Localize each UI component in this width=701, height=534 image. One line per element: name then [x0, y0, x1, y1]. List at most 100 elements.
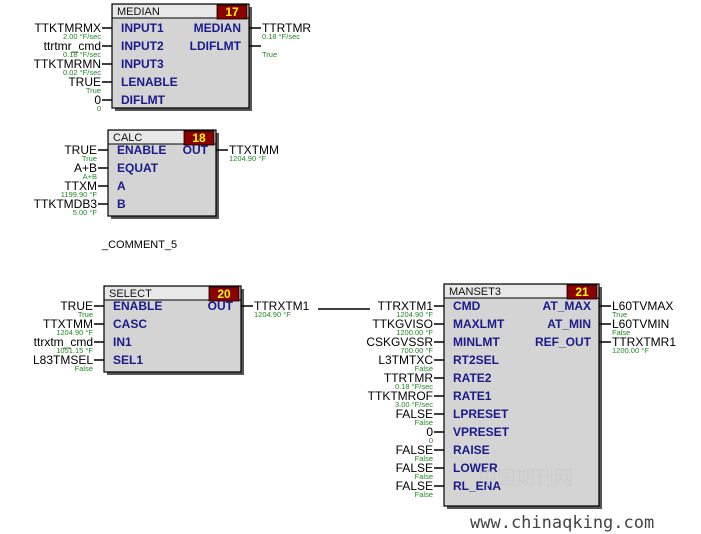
- input-signal[interactable]: 0: [426, 425, 433, 439]
- input-pin-sel1[interactable]: SEL1: [113, 353, 143, 367]
- input-value: 0.18 °F/sec: [395, 382, 433, 391]
- output-signal[interactable]: L60TVMAX: [612, 299, 673, 313]
- input-signal[interactable]: TTKGVISO: [372, 317, 433, 331]
- input-pin-raise[interactable]: RAISE: [453, 443, 490, 457]
- input-signal[interactable]: TRUE: [64, 143, 97, 157]
- input-signal[interactable]: A+B: [74, 161, 97, 175]
- input-pin-b[interactable]: B: [117, 197, 126, 211]
- block-title: MEDIAN: [117, 6, 160, 18]
- block-number-badge: [566, 284, 598, 300]
- output-signal[interactable]: TTRXTMR1: [612, 335, 676, 349]
- input-signal[interactable]: TRUE: [68, 75, 101, 89]
- input-pin-lpreset[interactable]: LPRESET: [453, 407, 509, 421]
- input-signal[interactable]: TTKTMDB3: [34, 197, 98, 211]
- output-pin-at_max[interactable]: AT_MAX: [543, 299, 591, 313]
- input-value: 0.02 °F/sec: [63, 68, 101, 77]
- block-number-badge: [216, 4, 248, 20]
- output-signal[interactable]: TTXTMM: [229, 143, 279, 157]
- input-pin-casc[interactable]: CASC: [113, 317, 147, 331]
- input-signal[interactable]: FALSE: [396, 443, 433, 457]
- block-body: [111, 3, 250, 109]
- input-value: 700.00 °F: [400, 346, 433, 355]
- input-pin-in1[interactable]: IN1: [113, 335, 132, 349]
- input-value: True: [82, 154, 97, 163]
- input-value: True: [86, 86, 101, 95]
- input-pin-minlmt[interactable]: MINLMT: [453, 335, 500, 349]
- input-pin-rt2sel[interactable]: RT2SEL: [453, 353, 499, 367]
- input-signal[interactable]: ttrtmr_cmd: [44, 39, 101, 53]
- input-signal[interactable]: 0: [94, 93, 101, 107]
- input-signal[interactable]: TTXTMM: [43, 317, 93, 331]
- input-pin-input1[interactable]: INPUT1: [121, 21, 164, 35]
- block-title-bar: [105, 287, 240, 300]
- output-pin-at_min[interactable]: AT_MIN: [547, 317, 591, 331]
- input-signal[interactable]: L3TMTXC: [378, 353, 433, 367]
- input-value: 1204.90 °F: [396, 310, 433, 319]
- input-pin-maxlmt[interactable]: MAXLMT: [453, 317, 505, 331]
- input-value: 1051.15 °F: [56, 346, 93, 355]
- input-value: 1200.00 °F: [396, 328, 433, 337]
- block-title-bar: [113, 5, 248, 18]
- input-signal[interactable]: FALSE: [396, 479, 433, 493]
- block-body: [443, 283, 600, 507]
- input-pin-cmd[interactable]: CMD: [453, 299, 481, 313]
- input-pin-equat[interactable]: EQUAT: [117, 161, 159, 175]
- block-number: 17: [225, 5, 239, 19]
- input-signal[interactable]: TTKTMRMN: [34, 57, 101, 71]
- input-value: 1199.90 °F: [61, 190, 98, 199]
- output-pin-ref_out[interactable]: REF_OUT: [535, 335, 592, 349]
- input-signal[interactable]: TRUE: [60, 299, 93, 313]
- input-value: False: [75, 364, 93, 373]
- input-pin-input3[interactable]: INPUT3: [121, 57, 164, 71]
- input-pin-vpreset[interactable]: VPRESET: [453, 425, 510, 439]
- input-value: 0: [97, 104, 101, 113]
- input-value: A+B: [83, 172, 97, 181]
- output-value: 1204.90 °F: [229, 154, 266, 163]
- input-pin-input2[interactable]: INPUT2: [121, 39, 164, 53]
- comment-label: _COMMENT_5: [101, 239, 177, 251]
- input-signal[interactable]: FALSE: [396, 461, 433, 475]
- input-signal[interactable]: L83TMSEL: [33, 353, 93, 367]
- input-signal[interactable]: TTRTMR: [384, 371, 433, 385]
- input-value: True: [78, 310, 93, 319]
- block-number: 21: [575, 285, 589, 299]
- input-value: False: [415, 490, 433, 499]
- input-pin-rate1[interactable]: RATE1: [453, 389, 492, 403]
- output-pin-median[interactable]: MEDIAN: [194, 21, 241, 35]
- block-number: 20: [217, 287, 231, 301]
- input-signal[interactable]: CSKGVSSR: [366, 335, 433, 349]
- output-signal[interactable]: L60TVMIN: [612, 317, 669, 331]
- input-pin-lower[interactable]: LOWER: [453, 461, 498, 475]
- watermark-cn: 中国期刊网: [478, 467, 573, 489]
- input-signal[interactable]: TTRXTM1: [378, 299, 434, 313]
- input-signal[interactable]: TTKTMRMX: [34, 21, 101, 35]
- output-value: 0.18 °F/sec: [262, 32, 300, 41]
- output-pin-out[interactable]: OUT: [208, 299, 234, 313]
- block-number-badge: [183, 130, 215, 146]
- input-pin-diflmt[interactable]: DIFLMT: [121, 93, 166, 107]
- input-pin-enable[interactable]: ENABLE: [117, 143, 166, 157]
- output-value: 1200.00 °F: [612, 346, 649, 355]
- input-pin-rate2[interactable]: RATE2: [453, 371, 492, 385]
- output-value: True: [612, 310, 627, 319]
- block-number: 18: [192, 131, 206, 145]
- input-pin-a[interactable]: A: [117, 179, 126, 193]
- input-signal[interactable]: ttrxtm_cmd: [34, 335, 93, 349]
- input-signal[interactable]: TTXM: [64, 179, 97, 193]
- block-title: MANSET3: [449, 286, 501, 298]
- input-signal[interactable]: FALSE: [396, 407, 433, 421]
- output-signal[interactable]: TTRXTM1: [254, 299, 310, 313]
- output-pin-ldiflmt[interactable]: LDIFLMT: [190, 39, 242, 53]
- input-signal[interactable]: TTKTMROF: [368, 389, 433, 403]
- input-pin-enable[interactable]: ENABLE: [113, 299, 162, 313]
- input-pin-lenable[interactable]: LENABLE: [121, 75, 178, 89]
- input-value: 1204.90 °F: [56, 328, 93, 337]
- input-pin-rl_ena[interactable]: RL_ENA: [453, 479, 501, 493]
- output-pin-out[interactable]: OUT: [183, 143, 209, 157]
- output-signal[interactable]: TTRTMR: [262, 21, 311, 35]
